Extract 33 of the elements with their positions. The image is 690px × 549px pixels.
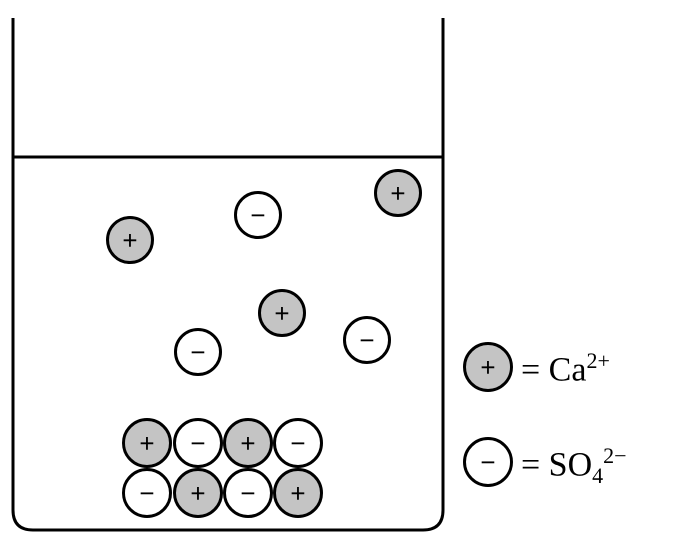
ion-circle bbox=[122, 468, 172, 518]
ion-circle bbox=[173, 468, 223, 518]
charge-sign: − bbox=[190, 430, 206, 456]
ion-circle bbox=[273, 418, 323, 468]
ion-circle bbox=[223, 418, 273, 468]
ion-circle bbox=[122, 418, 172, 468]
charge-sign: + bbox=[139, 430, 155, 456]
ion-circle bbox=[374, 169, 422, 217]
charge-sign: + bbox=[274, 300, 290, 326]
ion-circle bbox=[273, 468, 323, 518]
charge-sign: − bbox=[250, 202, 266, 228]
charge-sign: − bbox=[139, 480, 155, 506]
charge-sign: − bbox=[480, 449, 496, 475]
charge-sign: + bbox=[390, 180, 406, 206]
ion-circle bbox=[463, 437, 513, 487]
ion-circle bbox=[463, 342, 513, 392]
charge-sign: − bbox=[190, 339, 206, 365]
charge-sign: − bbox=[290, 430, 306, 456]
ion-circle bbox=[174, 328, 222, 376]
ion-circle bbox=[234, 191, 282, 239]
ion-circle bbox=[258, 289, 306, 337]
ion-formula: = Ca$^{2+}$ bbox=[521, 350, 610, 388]
charge-sign: + bbox=[122, 227, 138, 253]
ion-circle bbox=[173, 418, 223, 468]
charge-sign: + bbox=[240, 430, 256, 456]
ion-circle bbox=[106, 216, 154, 264]
charge-sign: − bbox=[240, 480, 256, 506]
charge-sign: + bbox=[480, 354, 496, 380]
ion-circle bbox=[343, 316, 391, 364]
ion-circle bbox=[223, 468, 273, 518]
charge-sign: + bbox=[190, 480, 206, 506]
charge-sign: − bbox=[359, 327, 375, 353]
charge-sign: + bbox=[290, 480, 306, 506]
